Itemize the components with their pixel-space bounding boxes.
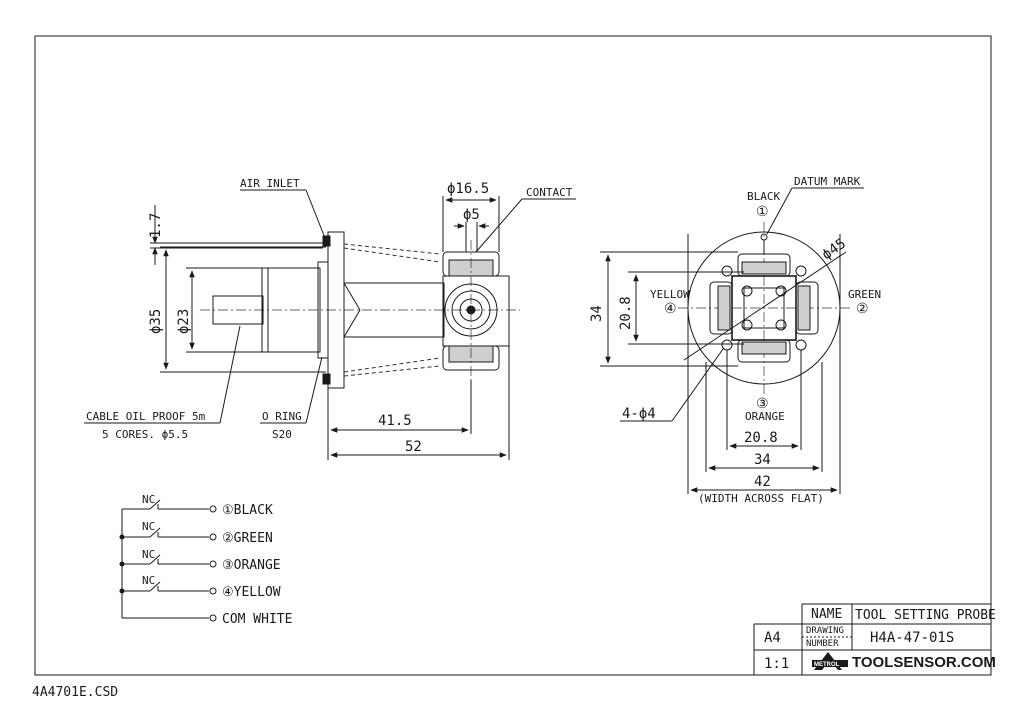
nc-label-4: NC <box>142 574 155 587</box>
nc-label-3: NC <box>142 548 155 561</box>
orange-label: ORANGE <box>745 410 785 423</box>
logo-text: METROL <box>814 662 840 668</box>
metrol-logo: METROL <box>812 652 848 670</box>
oring-label-line2: S20 <box>272 428 292 441</box>
contact-label: CONTACT <box>526 186 573 199</box>
wire-orange: ③ORANGE <box>222 558 281 573</box>
dim-1-7: 1.7 <box>148 213 164 238</box>
dim-42: 42 <box>754 474 771 490</box>
dim-41-5: 41.5 <box>378 413 412 429</box>
dim-phi45: ϕ45 <box>819 236 849 264</box>
dim-phi16-5: ϕ16.5 <box>447 181 489 197</box>
cable-label-line1: CABLE OIL PROOF 5m <box>86 410 206 423</box>
wire-yellow: ④YELLOW <box>222 585 281 600</box>
front-view: ϕ45 DATUM MARK BLACK ① YELLOW ④ GREEN ② … <box>589 175 881 505</box>
dim-34-vertical: 34 <box>589 305 605 322</box>
name-label: NAME <box>811 607 842 622</box>
dim-52: 52 <box>405 439 422 455</box>
air-inlet-label: AIR INLET <box>240 177 300 190</box>
dim-phi35: ϕ35 <box>148 309 164 334</box>
wiring-diagram: NC ①BLACK NC ②GREEN NC ③ORANGE NC ④YELLO… <box>119 493 292 627</box>
holes-label: 4-ϕ4 <box>622 406 656 422</box>
green-label: GREEN <box>848 288 881 301</box>
file-name: 4A4701E.CSD <box>32 685 118 700</box>
brand-name: TOOLSENSOR.COM <box>852 654 996 671</box>
name-value: TOOL SETTING PROBE <box>855 608 996 623</box>
sheet-size: A4 <box>764 630 781 646</box>
wire-black: ①BLACK <box>222 503 273 518</box>
width-across-flat: (WIDTH ACROSS FLAT) <box>698 492 824 505</box>
title-block: NAME TOOL SETTING PROBE DRAWING NUMBER H… <box>753 603 996 675</box>
black-label: BLACK <box>747 190 780 203</box>
nc-label-2: NC <box>142 520 155 533</box>
oring-label-line1: O RING <box>262 410 302 423</box>
drawing-label-2: NUMBER <box>806 639 839 649</box>
scale: 1:1 <box>764 656 789 672</box>
terminal-4-marker: ④ <box>664 301 677 317</box>
dim-34-horizontal: 34 <box>754 452 771 468</box>
datum-mark-label: DATUM MARK <box>794 175 861 188</box>
terminal-1-marker: ① <box>756 204 769 220</box>
terminal-3-marker: ③ <box>756 396 769 412</box>
yellow-label: YELLOW <box>650 288 690 301</box>
sheet-border <box>34 35 992 676</box>
dim-20-8-vertical: 20.8 <box>618 296 634 330</box>
cable-label-line2: 5 CORES. ϕ5.5 <box>102 428 188 441</box>
dim-phi5: ϕ5 <box>463 207 480 223</box>
side-view: 1.7 ϕ35 ϕ23 AIR INLET ϕ16.5 ϕ5 CONTACT C… <box>84 177 576 460</box>
drawing-number: H4A-47-01S <box>870 630 954 646</box>
wire-green: ②GREEN <box>222 531 273 546</box>
nc-label-1: NC <box>142 493 155 506</box>
dim-20-8-horizontal: 20.8 <box>744 430 778 446</box>
terminal-2-marker: ② <box>856 301 869 317</box>
dim-phi23: ϕ23 <box>176 309 192 334</box>
wire-com-white: COM WHITE <box>222 612 292 627</box>
drawing-label-1: DRAWING <box>806 626 844 636</box>
